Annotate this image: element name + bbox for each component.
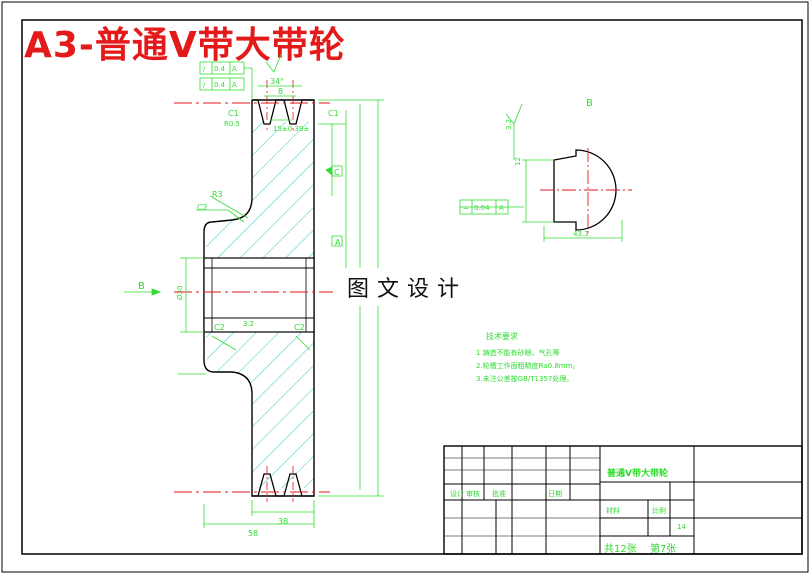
hub-circle-with-keyway xyxy=(553,149,617,231)
bore xyxy=(203,257,315,333)
title-block-material: 材料 xyxy=(606,507,620,515)
dim-chamfer-left: C2 xyxy=(197,203,208,212)
dim-r05: R0.5 xyxy=(224,120,240,128)
dim-bore: Ø30 xyxy=(176,286,184,300)
dim-keywidth: 12 xyxy=(514,157,522,166)
svg-text:A: A xyxy=(232,81,237,89)
datum-a: A xyxy=(335,238,341,247)
watermark: 图文设计 xyxy=(333,268,481,306)
title-block-page: 第7张 xyxy=(650,544,677,555)
dim-groove-angle: 34° xyxy=(270,77,284,86)
title-block-part-name: 普通V带大带轮 xyxy=(607,469,668,479)
dim-keyway: 43.3 xyxy=(573,230,589,238)
title-block-qty: 14 xyxy=(677,523,686,531)
svg-text:3.2: 3.2 xyxy=(505,119,513,130)
grooves-top xyxy=(252,99,314,125)
tech-notes-heading: 技术要求 xyxy=(486,332,518,341)
drawing-title: A3-普通V带大带轮 xyxy=(24,25,346,66)
view-b: 0.04 A = 43.3 12 3.2 xyxy=(459,103,632,242)
svg-text:A: A xyxy=(232,65,237,73)
title-block xyxy=(443,445,803,555)
tol-1: 0.4 xyxy=(214,65,226,73)
dim-9: 9± xyxy=(299,125,309,133)
view-label-b: B xyxy=(586,98,593,109)
title-block-approve: 批准 xyxy=(492,490,506,498)
dim-face-width: 38 xyxy=(278,517,288,526)
dim-overall-width: 58 xyxy=(248,529,258,538)
dim-chamfer-bottom-1: C2 xyxy=(214,323,225,332)
dim-c1-right: C1 xyxy=(328,109,339,118)
tech-note-3: 3.未注公差按GB/T1357处理。 xyxy=(476,375,574,383)
tech-note-1: 1.铸造不能有砂眼、气孔等 xyxy=(476,349,560,357)
dim-chamfer-bottom-2: C2 xyxy=(294,323,305,332)
datum-c: C xyxy=(334,168,340,177)
dimension-text: 34° 8 15±0.3 9± 38 58 Ø30 R3 C2 C2 C2 C1… xyxy=(176,65,341,538)
section-view xyxy=(174,80,342,502)
dim-15: 15±0.3 xyxy=(273,125,299,133)
dim-groove-pitch: 8 xyxy=(278,87,283,96)
title-block-scale: 比例 xyxy=(652,507,666,515)
title-block-drawn: 设计 xyxy=(450,490,464,498)
svg-text:/: / xyxy=(203,65,206,73)
dim-surface: 3.2 xyxy=(243,320,254,328)
hub-lower-hatch xyxy=(206,332,314,488)
arrow-label-b: B xyxy=(138,281,145,292)
title-block-date: 日期 xyxy=(548,490,562,498)
dim-c1-left: C1 xyxy=(228,109,239,118)
title-block-check: 审核 xyxy=(466,490,480,498)
svg-text:=: = xyxy=(463,204,469,212)
tol-3: 0.04 xyxy=(474,204,490,212)
tech-note-2: 2.轮槽工作面粗糙度Ra0.8mm。 xyxy=(476,362,580,370)
tol-2: 0.4 xyxy=(214,81,226,89)
title-block-sheet: 共12张 xyxy=(604,544,637,555)
svg-text:/: / xyxy=(203,81,206,89)
hub-upper-hatch xyxy=(206,122,314,258)
svg-text:A: A xyxy=(499,204,504,212)
inner-border xyxy=(21,19,803,555)
grooves-bottom xyxy=(252,473,314,497)
dim-fillet: R3 xyxy=(212,190,223,199)
